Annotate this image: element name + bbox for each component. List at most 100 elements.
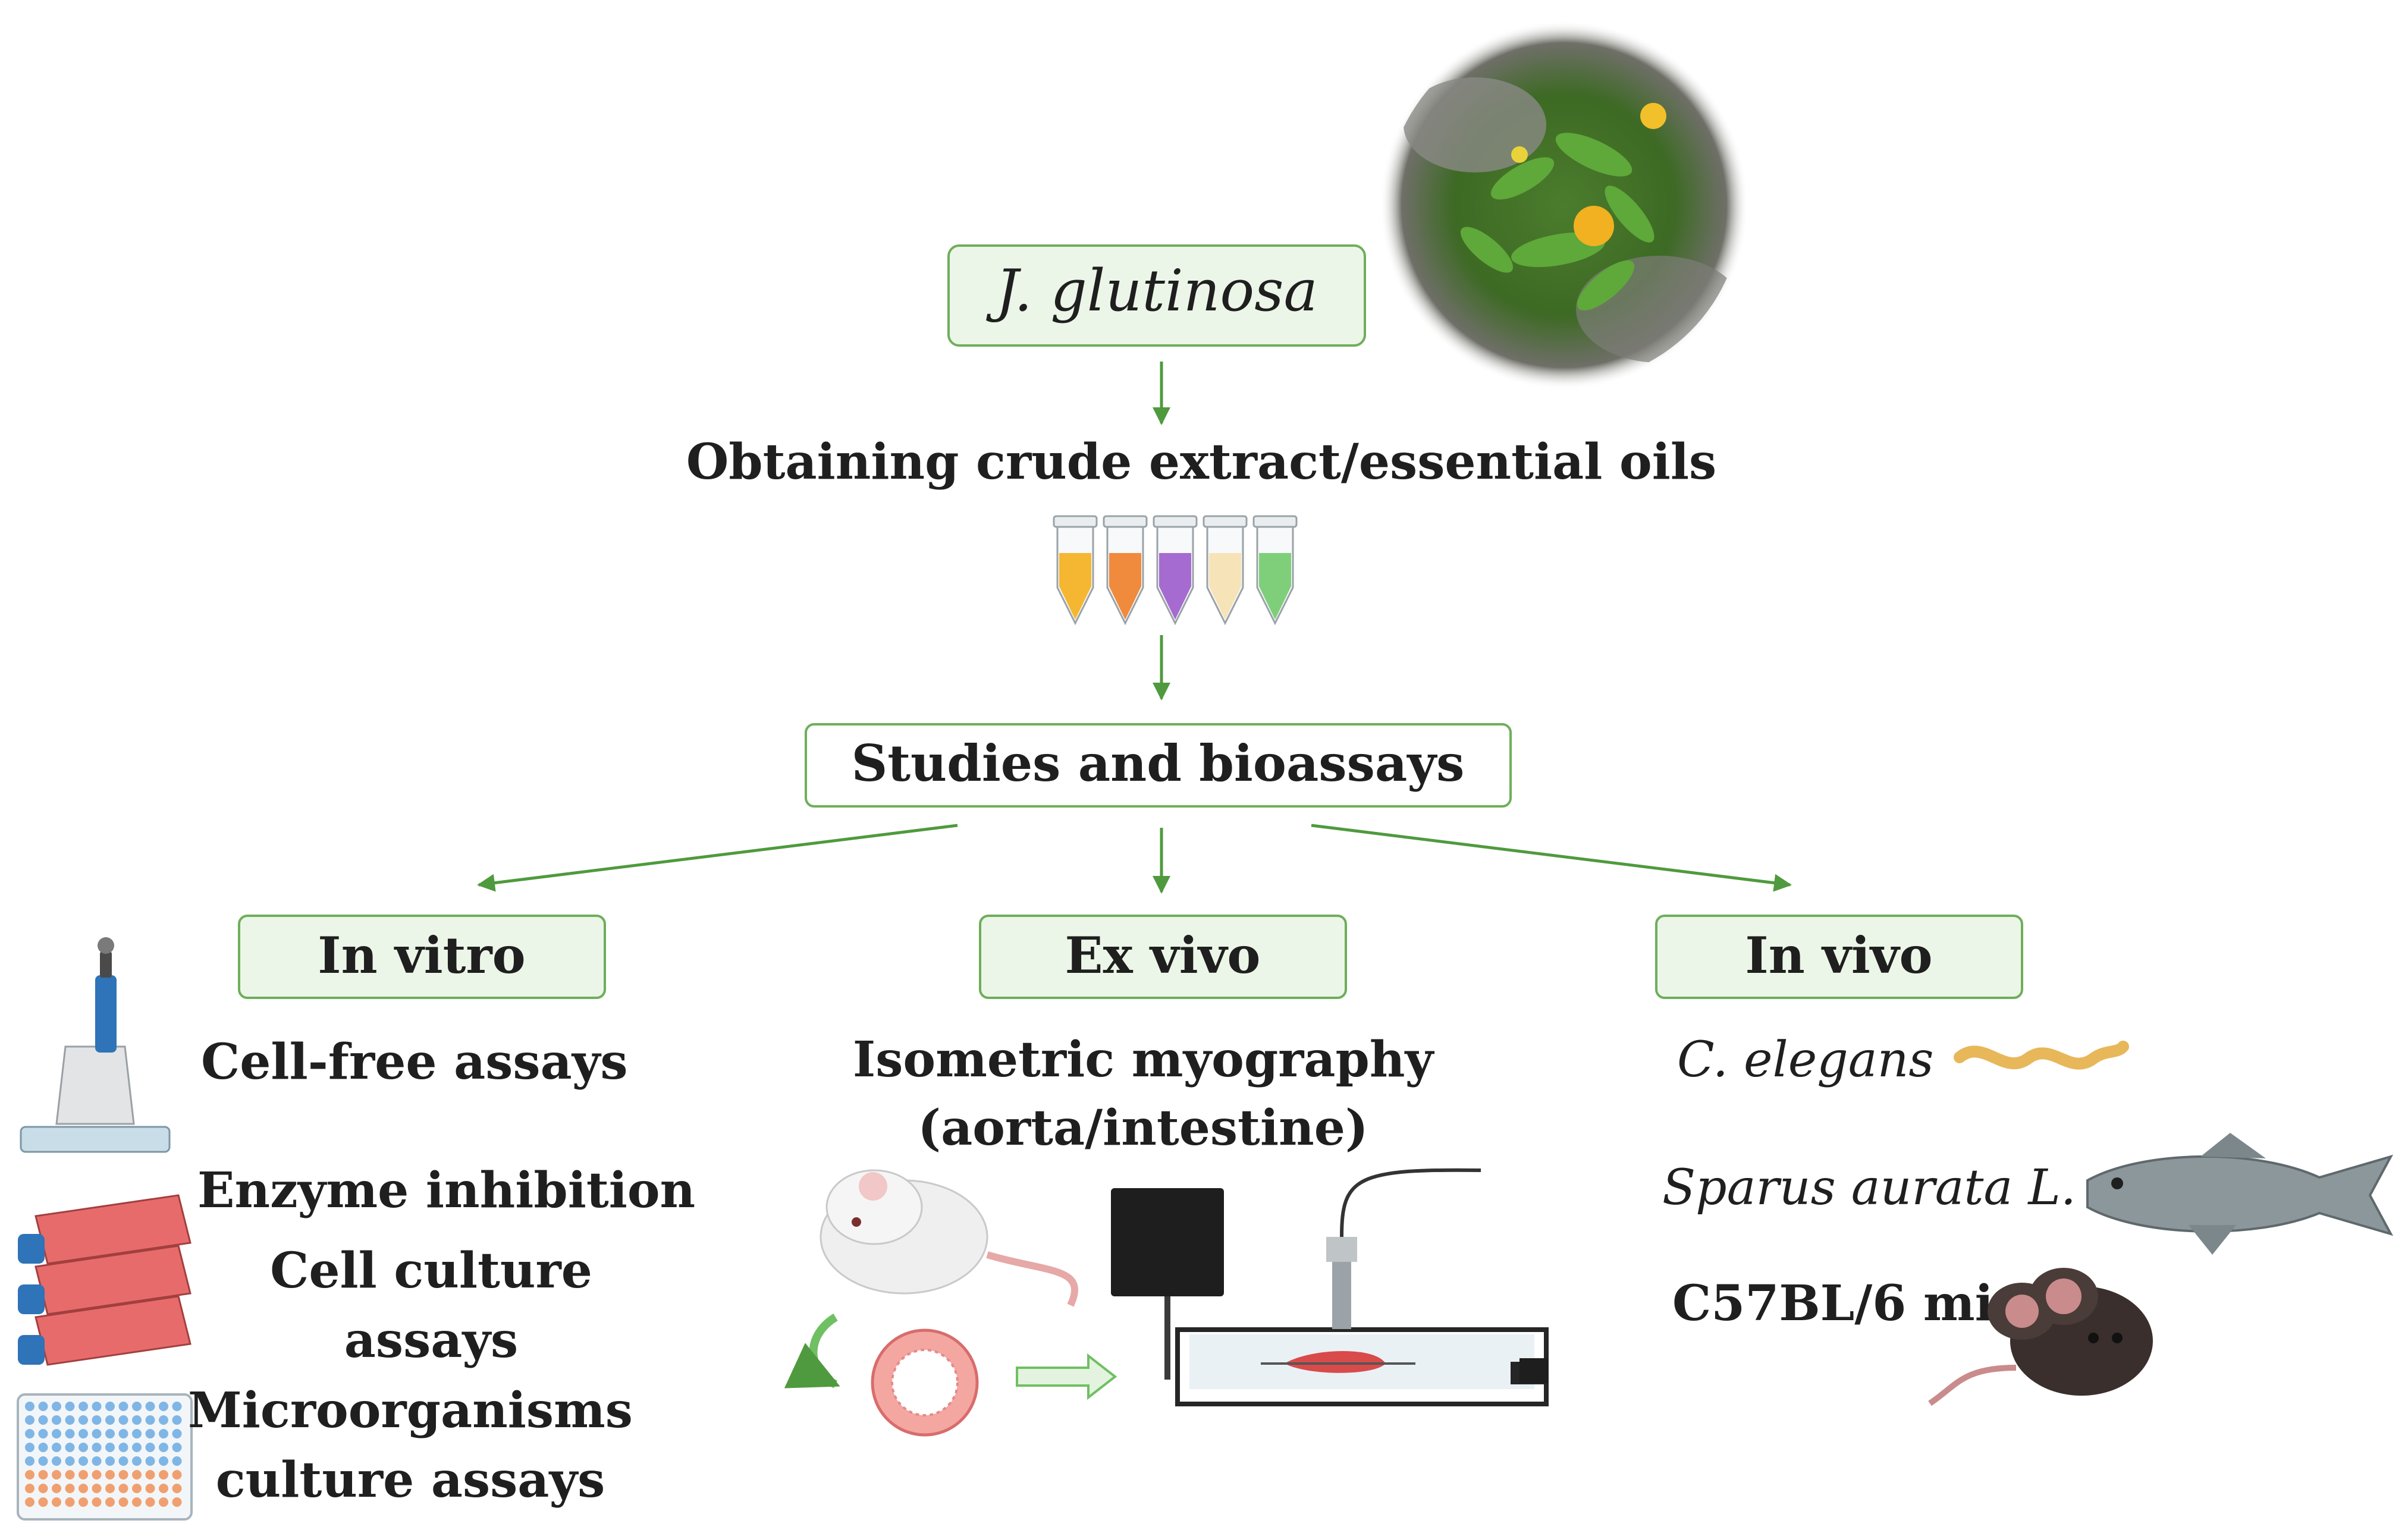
well xyxy=(25,1456,34,1466)
well xyxy=(172,1402,182,1411)
well xyxy=(159,1484,168,1493)
branch-in-vitro: In vitro xyxy=(238,915,606,999)
well xyxy=(65,1484,75,1493)
well xyxy=(145,1484,155,1493)
well xyxy=(65,1402,75,1411)
studies-label: Studies and bioassays xyxy=(852,734,1465,793)
well xyxy=(105,1456,115,1466)
well xyxy=(65,1497,75,1507)
well xyxy=(159,1456,168,1466)
well xyxy=(38,1470,48,1480)
well xyxy=(159,1470,168,1480)
extract-tubes xyxy=(1053,515,1298,626)
well xyxy=(145,1402,155,1411)
in-vitro-item-cell-culture-1: Cell culture xyxy=(270,1242,592,1299)
well xyxy=(92,1402,102,1411)
flower-2 xyxy=(1640,103,1666,129)
well xyxy=(105,1470,115,1480)
well xyxy=(79,1429,88,1438)
root-label: J. glutinosa xyxy=(985,257,1317,324)
well xyxy=(52,1456,61,1466)
in-vivo-item-c-elegans: C. elegans xyxy=(1677,1032,1934,1088)
ex-vivo-item-myography-2: (aorta/intestine) xyxy=(918,1100,1368,1157)
well xyxy=(25,1429,34,1438)
well xyxy=(52,1497,61,1507)
well xyxy=(65,1429,75,1438)
well xyxy=(172,1497,182,1507)
well xyxy=(25,1497,34,1507)
well xyxy=(172,1470,182,1480)
tube-1-icon xyxy=(1053,515,1098,626)
well xyxy=(118,1402,128,1411)
well xyxy=(105,1443,115,1452)
well xyxy=(132,1484,142,1493)
well xyxy=(92,1497,102,1507)
well xyxy=(38,1484,48,1493)
well xyxy=(132,1497,142,1507)
well xyxy=(52,1443,61,1452)
well xyxy=(65,1470,75,1480)
well xyxy=(159,1402,168,1411)
well xyxy=(52,1484,61,1493)
well xyxy=(38,1429,48,1438)
well xyxy=(38,1443,48,1452)
well xyxy=(105,1402,115,1411)
tube-5-icon xyxy=(1252,515,1298,626)
well xyxy=(38,1497,48,1507)
well xyxy=(25,1443,34,1452)
well xyxy=(118,1415,128,1425)
well xyxy=(132,1402,142,1411)
well xyxy=(52,1415,61,1425)
well xyxy=(105,1415,115,1425)
well xyxy=(105,1497,115,1507)
well xyxy=(52,1402,61,1411)
branch-in-vivo: In vivo xyxy=(1655,915,2023,999)
hollow-arrow-icon xyxy=(1016,1353,1117,1400)
well xyxy=(172,1456,182,1466)
root-node: J. glutinosa xyxy=(947,244,1366,347)
tube-4-icon xyxy=(1203,515,1248,626)
tube-3-icon xyxy=(1153,515,1198,626)
well xyxy=(159,1429,168,1438)
fish-icon xyxy=(2086,1133,2394,1255)
studies-node: Studies and bioassays xyxy=(805,723,1512,808)
in-vitro-item-cell-free: Cell-free assays xyxy=(201,1034,628,1091)
well xyxy=(145,1429,155,1438)
well xyxy=(92,1484,102,1493)
in-vivo-item-sparus: Sparus aurata L. xyxy=(1662,1160,2076,1216)
well xyxy=(118,1484,128,1493)
myograph-apparatus-icon xyxy=(1111,1168,1549,1406)
well xyxy=(79,1402,88,1411)
well-plate-icon xyxy=(17,1393,193,1521)
well xyxy=(118,1443,128,1452)
well xyxy=(118,1497,128,1507)
arrow-to-in-vivo xyxy=(1311,824,1792,892)
well xyxy=(118,1470,128,1480)
well xyxy=(172,1484,182,1493)
well xyxy=(92,1456,102,1466)
cell-culture-flasks-icon xyxy=(18,1194,191,1366)
well xyxy=(92,1470,102,1480)
well xyxy=(172,1443,182,1452)
well xyxy=(92,1443,102,1452)
well xyxy=(145,1497,155,1507)
well xyxy=(132,1456,142,1466)
well xyxy=(65,1415,75,1425)
flower-3 xyxy=(1511,146,1528,163)
well xyxy=(105,1484,115,1493)
plant-photo xyxy=(1380,21,1748,390)
in-vitro-item-micro-2: culture assays xyxy=(216,1452,605,1509)
well xyxy=(38,1415,48,1425)
well xyxy=(79,1456,88,1466)
worm-icon xyxy=(1954,1041,2129,1070)
well xyxy=(118,1456,128,1466)
well xyxy=(38,1456,48,1466)
well xyxy=(92,1429,102,1438)
well xyxy=(105,1429,115,1438)
well xyxy=(79,1497,88,1507)
well xyxy=(172,1415,182,1425)
pipette-icon xyxy=(20,937,171,1153)
well xyxy=(92,1415,102,1425)
ex-vivo-label: Ex vivo xyxy=(1065,926,1261,985)
